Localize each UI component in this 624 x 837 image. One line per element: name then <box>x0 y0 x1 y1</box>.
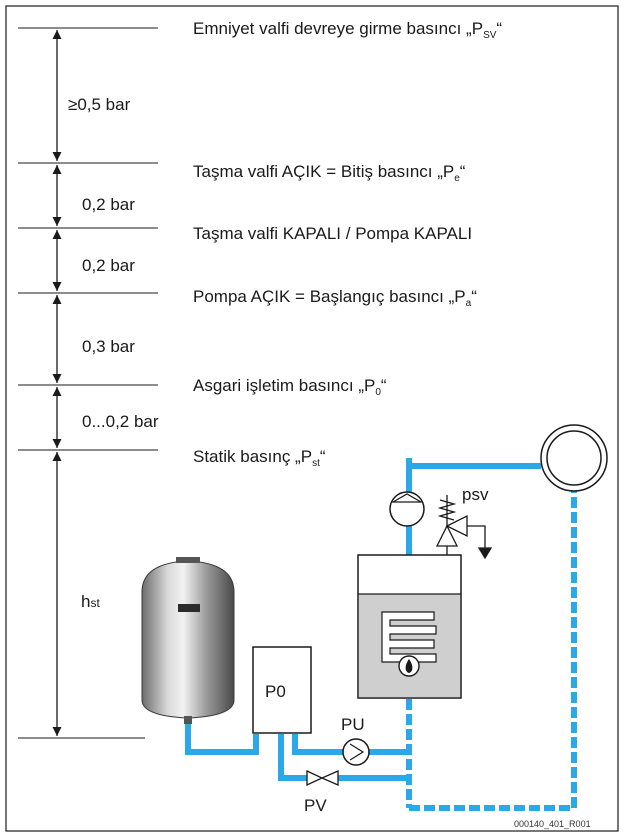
level-label-pa: Pompa AÇIK = Başlangıç basıncı „Pa“ <box>193 287 477 309</box>
return-pipes <box>406 490 577 811</box>
valve-line-pipe <box>278 734 307 781</box>
level-lines <box>18 27 158 739</box>
pump-icon <box>342 738 370 766</box>
level-label-psv: Emniyet valfi devreye girme basıncı „PSV… <box>193 19 502 41</box>
interval-label-3: 0,2 bar <box>82 256 135 275</box>
pump-direction-icon <box>349 743 365 761</box>
interval-label-1: ≥0,5 bar <box>68 95 131 114</box>
circulation-pump-triangle <box>390 493 424 503</box>
interval-label-5: 0...0,2 bar <box>82 412 159 431</box>
figure-code: 000140_401_R001 <box>514 819 591 829</box>
level-label-pe: Taşma valfi AÇIK = Bitiş basıncı „Pe“ <box>193 162 466 184</box>
control-unit-box <box>252 646 312 734</box>
interval-label-2: 0,2 bar <box>82 195 135 214</box>
safety-valve-body-icon <box>435 524 459 547</box>
heat-exchanger-icon <box>381 611 437 663</box>
vessel-foot <box>184 716 192 724</box>
pump-suction-pipe <box>292 734 343 755</box>
vessel-top-cap <box>176 557 200 563</box>
expansion-vessel <box>141 557 235 724</box>
level-label-p0: Asgari işletim basıncı „P0“ <box>193 376 387 398</box>
safety-valve-drain <box>467 525 486 554</box>
drain-arrow-icon <box>477 547 493 560</box>
boiler <box>357 554 462 699</box>
circulation-pump-icon <box>389 491 425 527</box>
level-label-off: Taşma valfi KAPALI / Pompa KAPALI <box>193 224 472 243</box>
pump-label: PU <box>341 715 365 734</box>
system-return-pipe <box>409 490 577 811</box>
control-unit-label: P0 <box>265 682 286 701</box>
control-unit: P0 <box>252 646 312 734</box>
valve-pv: PV <box>304 769 339 815</box>
safety-valve <box>435 495 493 560</box>
level-label-pst: Statik basınç „Pst“ <box>193 447 326 469</box>
valve-icon <box>306 769 339 787</box>
safety-valve-label: psv <box>462 485 489 504</box>
vessel-pipe <box>185 720 259 755</box>
safety-valve-spring-icon <box>437 499 457 521</box>
flame-icon <box>405 659 413 673</box>
vessel-body <box>141 560 235 719</box>
consumer <box>540 424 608 492</box>
interval-label-4: 0,3 bar <box>82 337 135 356</box>
consumer-inner-ring <box>546 430 602 486</box>
vessel-badge <box>178 604 200 612</box>
consumer-outer-ring <box>540 424 608 492</box>
pump-pu: PU <box>341 715 370 766</box>
figure-frame <box>5 5 619 832</box>
height-label: hst <box>81 592 100 611</box>
supply-pipe <box>406 458 541 469</box>
circulation-pump <box>389 491 425 527</box>
pipe-network <box>185 458 541 781</box>
valve-label: PV <box>304 796 327 815</box>
